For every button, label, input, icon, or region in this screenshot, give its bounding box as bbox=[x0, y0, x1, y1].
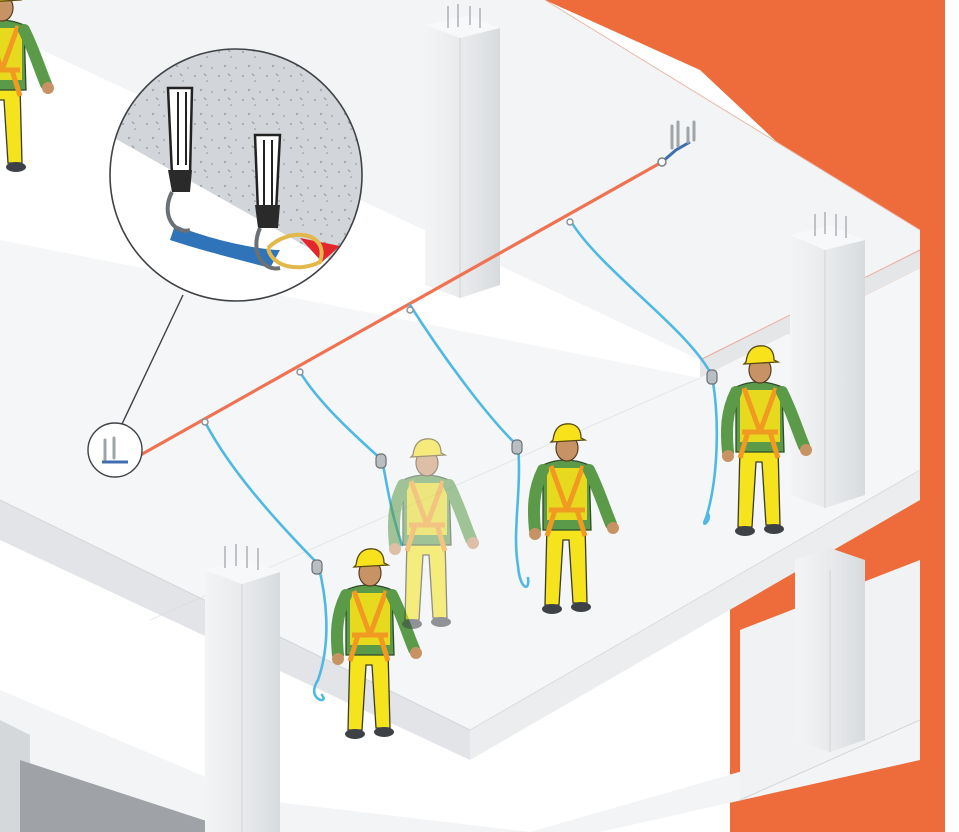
concrete-column-right bbox=[790, 212, 865, 508]
concrete-column-front bbox=[205, 544, 280, 832]
anchor-point-icon bbox=[88, 423, 142, 477]
concrete-column-back bbox=[425, 4, 500, 298]
concrete-column-lower-right bbox=[795, 548, 865, 752]
